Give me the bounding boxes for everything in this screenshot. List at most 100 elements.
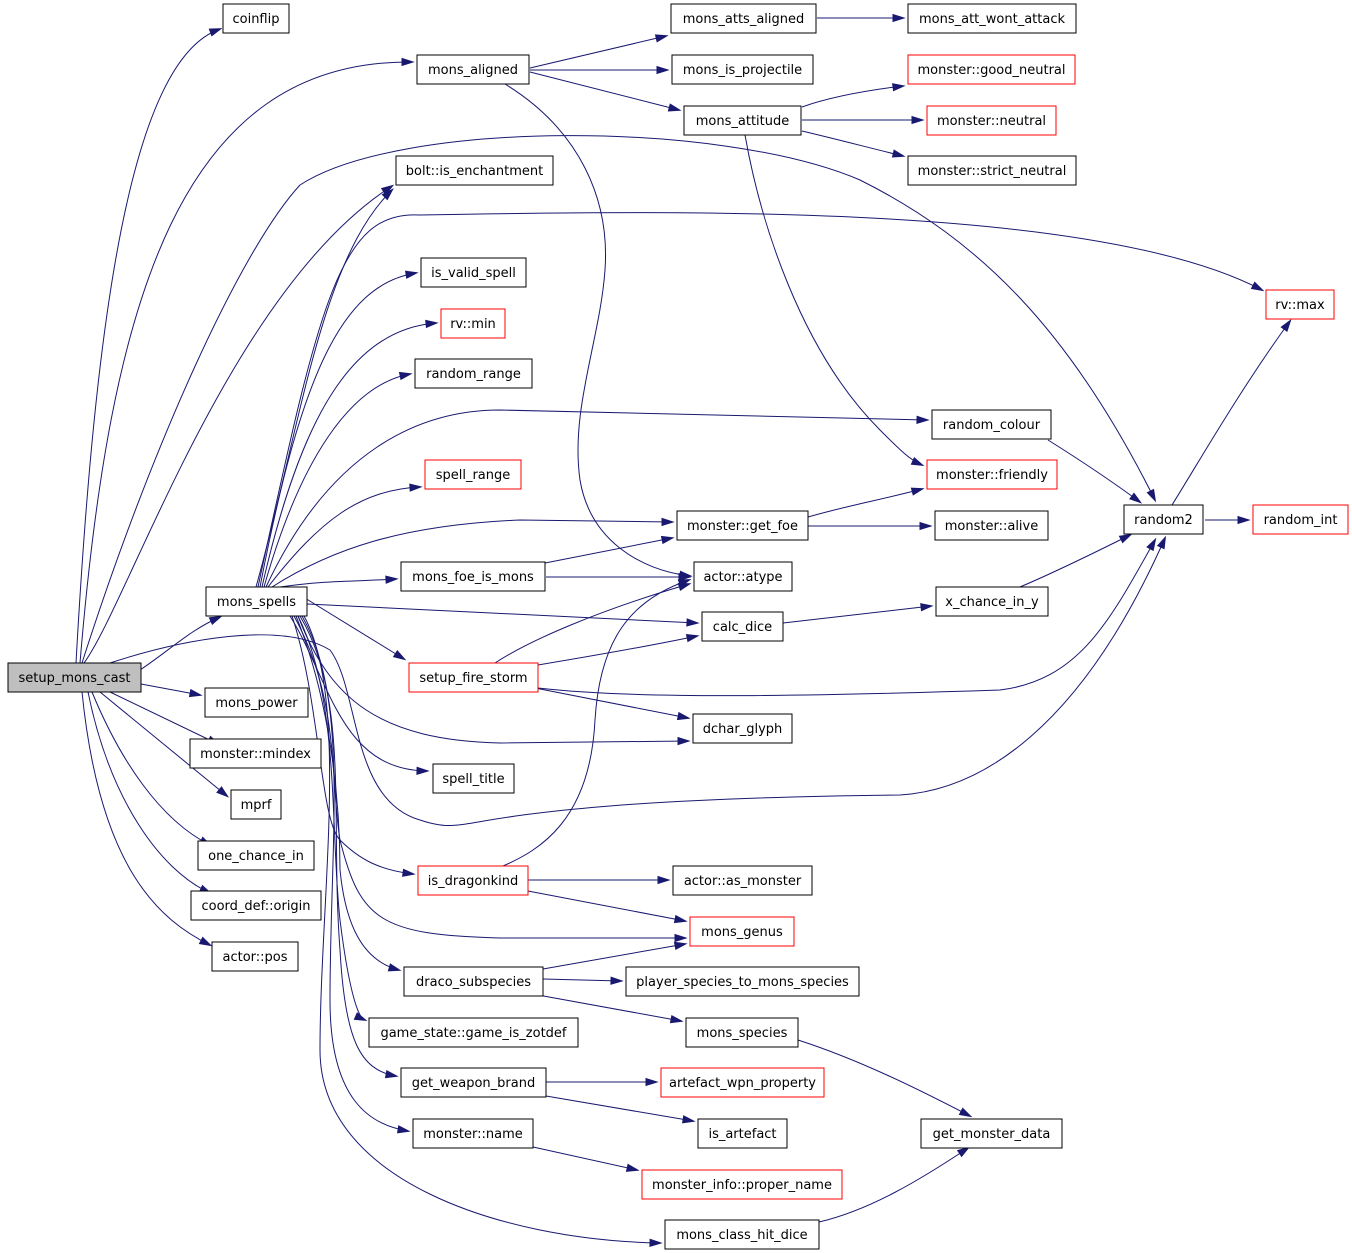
node-mons-genus[interactable]: mons_genus xyxy=(689,916,795,947)
svg-text:is_valid_spell: is_valid_spell xyxy=(431,266,516,281)
call-edge xyxy=(1019,533,1133,588)
arrowhead xyxy=(654,34,669,43)
call-edge xyxy=(279,575,399,588)
node-rv-min[interactable]: rv::min xyxy=(440,308,506,339)
node-monster-friendly[interactable]: monster::friendly xyxy=(926,459,1058,490)
arrowhead xyxy=(673,914,688,924)
arrowhead xyxy=(1118,533,1133,544)
arrowhead xyxy=(1156,535,1167,550)
node-draco-subspecies[interactable]: draco_subspecies xyxy=(403,966,544,997)
node-mons-atts-aligned[interactable]: mons_atts_aligned xyxy=(670,3,817,34)
node-player-species-to-mons-species[interactable]: player_species_to_mons_species xyxy=(625,966,860,997)
node-random2[interactable]: random2 xyxy=(1123,504,1204,535)
arrowhead xyxy=(1129,492,1143,504)
svg-text:mons_genus: mons_genus xyxy=(701,925,783,940)
node-is-artefact[interactable]: is_artefact xyxy=(697,1118,788,1149)
arrowhead xyxy=(910,456,925,467)
svg-text:get_weapon_brand: get_weapon_brand xyxy=(412,1076,535,1091)
arrowhead xyxy=(674,933,688,943)
node-monster-info-proper-name[interactable]: monster_info::proper_name xyxy=(641,1169,843,1200)
node-calc-dice[interactable]: calc_dice xyxy=(701,611,784,642)
arrowhead xyxy=(673,941,688,950)
call-edge xyxy=(83,184,395,664)
arrowhead xyxy=(387,963,402,972)
node-x-chance-in-y[interactable]: x_chance_in_y xyxy=(935,586,1049,617)
node-mons-species[interactable]: mons_species xyxy=(685,1017,799,1048)
call-edge xyxy=(801,83,906,108)
call-edge xyxy=(109,535,1167,827)
svg-text:random2: random2 xyxy=(1134,513,1193,528)
node-actor-pos[interactable]: actor::pos xyxy=(211,941,299,972)
svg-text:actor::pos: actor::pos xyxy=(222,950,287,965)
arrowhead xyxy=(198,936,213,947)
svg-text:mons_is_projectile: mons_is_projectile xyxy=(683,63,802,78)
node-mons-is-projectile[interactable]: mons_is_projectile xyxy=(671,54,814,85)
arrowhead xyxy=(677,579,692,588)
node-mons-class-hit-dice[interactable]: mons_class_hit_dice xyxy=(664,1219,820,1250)
svg-text:mons_att_wont_attack: mons_att_wont_attack xyxy=(919,12,1065,27)
arrowhead xyxy=(396,1125,411,1134)
node-mprf[interactable]: mprf xyxy=(230,789,282,820)
call-edge xyxy=(306,603,700,627)
node-mons-foe-is-mons[interactable]: mons_foe_is_mons xyxy=(400,561,546,592)
call-edge xyxy=(263,371,413,588)
svg-text:setup_fire_storm: setup_fire_storm xyxy=(419,671,527,686)
node-monster-neutral[interactable]: monster::neutral xyxy=(926,105,1057,136)
node-monster-get-foe[interactable]: monster::get_foe xyxy=(676,510,809,541)
node-mons-attitude[interactable]: mons_attitude xyxy=(683,105,802,136)
node-mons-att-wont-attack[interactable]: mons_att_wont_attack xyxy=(907,3,1077,34)
node-dchar-glyph[interactable]: dchar_glyph xyxy=(692,713,793,744)
call-edge xyxy=(271,517,675,588)
node-is-dragonkind[interactable]: is_dragonkind xyxy=(417,865,529,896)
svg-text:player_species_to_mons_species: player_species_to_mons_species xyxy=(636,975,849,990)
node-get-monster-data[interactable]: get_monster_data xyxy=(920,1118,1063,1149)
node-actor-atype[interactable]: actor::atype xyxy=(693,561,793,592)
svg-text:calc_dice: calc_dice xyxy=(713,620,772,635)
node-mons-spells[interactable]: mons_spells xyxy=(205,586,308,617)
node-monster-alive[interactable]: monster::alive xyxy=(934,510,1049,541)
arrowhead xyxy=(416,766,430,775)
node-bolt-is-enchantment[interactable]: bolt::is_enchantment xyxy=(395,155,554,186)
node-setup-fire-storm[interactable]: setup_fire_storm xyxy=(408,662,539,693)
node-spell-title[interactable]: spell_title xyxy=(432,763,515,794)
node-is-valid-spell[interactable]: is_valid_spell xyxy=(420,257,527,288)
node-random-int[interactable]: random_int xyxy=(1252,504,1349,535)
node-random-range[interactable]: random_range xyxy=(414,358,533,389)
call-edge xyxy=(299,615,399,1079)
svg-text:game_state::game_is_zotdef: game_state::game_is_zotdef xyxy=(380,1026,566,1041)
node-mons-power[interactable]: mons_power xyxy=(204,687,309,718)
call-edge xyxy=(1047,439,1143,504)
arrowhead xyxy=(404,270,419,279)
arrowhead xyxy=(686,618,700,627)
node-spell-range[interactable]: spell_range xyxy=(424,459,522,490)
node-game-state-game-is-zotdef[interactable]: game_state::game_is_zotdef xyxy=(368,1017,579,1048)
call-edge xyxy=(1205,515,1251,525)
node-coord-def-origin[interactable]: coord_def::origin xyxy=(190,890,322,921)
arrowhead xyxy=(677,736,691,746)
node-monster-mindex[interactable]: monster::mindex xyxy=(189,738,322,769)
node-monster-name[interactable]: monster::name xyxy=(412,1118,534,1149)
call-edge xyxy=(818,1146,971,1223)
call-edge xyxy=(259,270,419,588)
node-monster-good-neutral[interactable]: monster::good_neutral xyxy=(907,54,1076,85)
svg-text:monster::friendly: monster::friendly xyxy=(936,468,1048,483)
node-monster-strict-neutral[interactable]: monster::strict_neutral xyxy=(907,155,1077,186)
arrowhead xyxy=(402,868,416,877)
call-edge xyxy=(782,603,934,624)
node-artefact-wpn-property[interactable]: artefact_wpn_property xyxy=(660,1067,825,1098)
svg-text:rv::min: rv::min xyxy=(450,317,496,332)
node-rv-max[interactable]: rv::max xyxy=(1265,289,1335,320)
svg-text:x_chance_in_y: x_chance_in_y xyxy=(945,595,1039,610)
node-one-chance-in[interactable]: one_chance_in xyxy=(197,840,315,871)
node-mons-aligned[interactable]: mons_aligned xyxy=(416,54,530,85)
svg-text:mons_spells: mons_spells xyxy=(217,595,296,610)
svg-text:mons_class_hit_dice: mons_class_hit_dice xyxy=(676,1228,807,1243)
node-get-weapon-brand[interactable]: get_weapon_brand xyxy=(400,1067,547,1098)
node-random-colour[interactable]: random_colour xyxy=(931,409,1052,440)
node-setup-mons-cast[interactable]: setup_mons_cast xyxy=(7,662,142,693)
node-coinflip[interactable]: coinflip xyxy=(222,3,290,34)
svg-text:spell_title: spell_title xyxy=(442,772,504,787)
call-edge xyxy=(537,537,1157,697)
node-actor-as-monster[interactable]: actor::as_monster xyxy=(672,865,813,896)
call-edge xyxy=(529,71,682,112)
